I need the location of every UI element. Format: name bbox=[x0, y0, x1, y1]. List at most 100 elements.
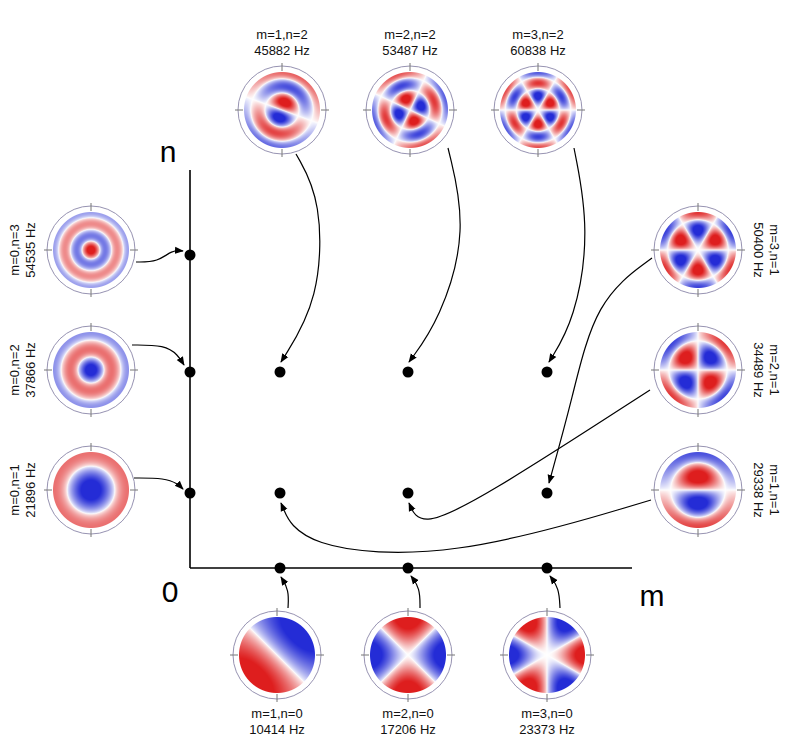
mode-shape bbox=[370, 617, 446, 693]
mode-figure bbox=[43, 202, 139, 298]
rim-tick bbox=[698, 409, 699, 417]
grid-dot bbox=[403, 563, 414, 574]
rim-tick bbox=[282, 63, 283, 71]
frequency-label: 45882 Hz bbox=[254, 43, 310, 59]
rim-tick bbox=[44, 490, 52, 491]
mode-shape bbox=[244, 72, 320, 148]
grid-dot bbox=[403, 488, 414, 499]
mode-figure bbox=[43, 442, 139, 538]
frequency-label: 17206 Hz bbox=[380, 722, 436, 738]
frequency-label: 50400 Hz bbox=[750, 222, 766, 278]
grid-dot bbox=[185, 250, 196, 261]
leader-arrow bbox=[281, 500, 651, 552]
mode-figure bbox=[490, 62, 586, 158]
mode-label: m=2,n=0 bbox=[380, 706, 436, 722]
mode-shape bbox=[53, 212, 129, 288]
mode-node: m=1,n=245882 Hz bbox=[234, 62, 330, 158]
rim-tick bbox=[277, 608, 278, 616]
mode-figure bbox=[499, 607, 595, 703]
mode-label: m=2,n=2 bbox=[382, 27, 438, 43]
mode-label: m=1,n=2 bbox=[254, 27, 310, 43]
rim-tick bbox=[91, 529, 92, 537]
frequency-label: 54535 Hz bbox=[23, 222, 39, 278]
mode-node: m=0,n=121896 Hz bbox=[43, 442, 139, 538]
mode-shape bbox=[509, 617, 585, 693]
rim-tick bbox=[698, 323, 699, 331]
label-group: m=2,n=134489 Hz bbox=[750, 342, 782, 398]
axis-label: 0 bbox=[162, 576, 179, 608]
rim-tick bbox=[282, 149, 283, 157]
label-group: m=3,n=023373 Hz bbox=[519, 706, 575, 738]
rim-tick bbox=[651, 490, 659, 491]
label-group: m=3,n=260838 Hz bbox=[510, 27, 566, 59]
mode-figure bbox=[650, 322, 746, 418]
grid-dot bbox=[542, 488, 553, 499]
leader-arrows bbox=[132, 148, 652, 608]
leader-arrow bbox=[409, 390, 650, 519]
frequency-label: 34489 Hz bbox=[750, 342, 766, 398]
rim-tick bbox=[538, 63, 539, 71]
grid-dot bbox=[275, 563, 286, 574]
mode-rim bbox=[494, 66, 582, 154]
mode-label: m=0,n=3 bbox=[7, 222, 23, 278]
mode-rim bbox=[654, 206, 742, 294]
grid-dot bbox=[185, 488, 196, 499]
mode-rim bbox=[364, 611, 452, 699]
mode-label: m=2,n=1 bbox=[766, 342, 782, 398]
rim-tick bbox=[361, 655, 369, 656]
mode-shape bbox=[500, 72, 576, 148]
rim-tick bbox=[737, 370, 745, 371]
axis-label: m bbox=[640, 580, 665, 612]
rim-tick bbox=[500, 655, 508, 656]
mode-node: m=3,n=023373 Hz bbox=[499, 607, 595, 703]
rim-tick bbox=[91, 323, 92, 331]
rim-tick bbox=[277, 694, 278, 702]
mode-label: m=1,n=0 bbox=[249, 706, 305, 722]
mode-node: m=1,n=129338 Hz bbox=[650, 442, 746, 538]
rim-tick bbox=[408, 608, 409, 616]
leader-arrow bbox=[281, 154, 320, 362]
rim-tick bbox=[698, 529, 699, 537]
rim-tick bbox=[91, 203, 92, 211]
leader-arrow bbox=[550, 576, 560, 608]
mode-node: m=1,n=010414 Hz bbox=[229, 607, 325, 703]
mode-node: m=3,n=150400 Hz bbox=[650, 202, 746, 298]
frequency-label: 29338 Hz bbox=[750, 462, 766, 518]
rim-tick bbox=[577, 110, 585, 111]
rim-tick bbox=[491, 110, 499, 111]
rim-tick bbox=[651, 250, 659, 251]
mode-rim bbox=[654, 326, 742, 414]
frequency-label: 21896 Hz bbox=[23, 462, 39, 518]
rim-tick bbox=[586, 655, 594, 656]
label-group: m=1,n=245882 Hz bbox=[254, 27, 310, 59]
mode-shape bbox=[660, 452, 736, 528]
rim-tick bbox=[410, 149, 411, 157]
mode-node: m=0,n=354535 Hz bbox=[43, 202, 139, 298]
mode-rim bbox=[47, 446, 135, 534]
mode-label: m=0,n=2 bbox=[7, 342, 23, 398]
label-group: m=2,n=253487 Hz bbox=[382, 27, 438, 59]
leader-arrow bbox=[281, 577, 288, 608]
grid-dot bbox=[275, 367, 286, 378]
rim-tick bbox=[316, 655, 324, 656]
rim-tick bbox=[547, 694, 548, 702]
mode-rim bbox=[366, 66, 454, 154]
mode-figure bbox=[234, 62, 330, 158]
rim-tick bbox=[230, 655, 238, 656]
leader-arrow bbox=[549, 148, 585, 362]
leader-arrow bbox=[409, 148, 460, 362]
label-group: m=0,n=121896 Hz bbox=[7, 462, 39, 518]
rim-tick bbox=[737, 490, 745, 491]
mode-shape bbox=[239, 617, 315, 693]
rim-tick bbox=[91, 443, 92, 451]
rim-tick bbox=[321, 110, 329, 111]
label-group: m=1,n=129338 Hz bbox=[750, 462, 782, 518]
mode-rim bbox=[238, 66, 326, 154]
rim-tick bbox=[44, 250, 52, 251]
rim-tick bbox=[547, 608, 548, 616]
mode-label: m=0,n=1 bbox=[7, 462, 23, 518]
rim-tick bbox=[363, 110, 371, 111]
axis-label: n bbox=[160, 136, 177, 168]
rim-tick bbox=[651, 370, 659, 371]
rim-tick bbox=[698, 289, 699, 297]
